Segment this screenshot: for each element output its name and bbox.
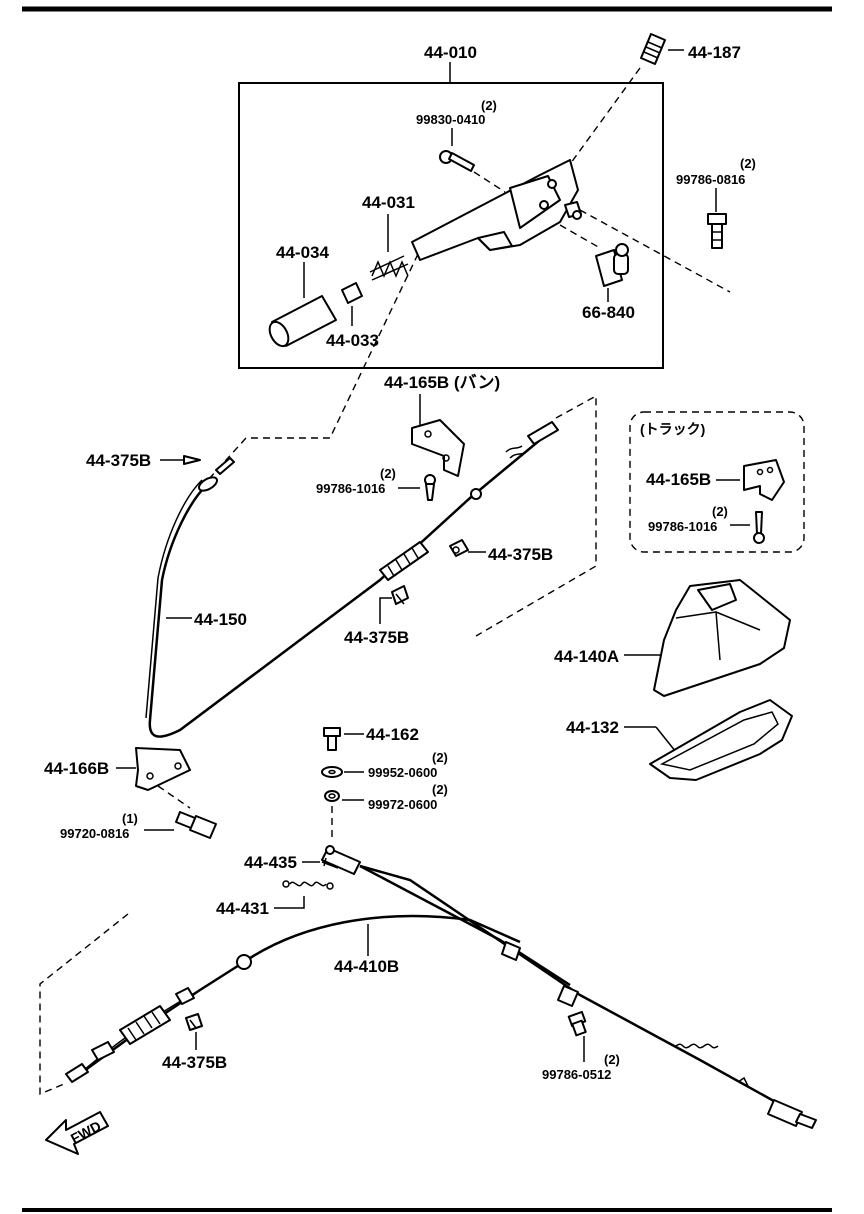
- qty-99830: (2): [481, 98, 497, 113]
- truck-variant-box: [629, 411, 805, 553]
- dash-lever-to-cable: [207, 253, 419, 481]
- label-44-010: 44-010: [424, 43, 477, 62]
- qty-99786-1016: (2): [380, 466, 396, 481]
- label-44-187: 44-187: [688, 43, 741, 62]
- label-44-162: 44-162: [366, 725, 419, 744]
- qty-99786-1016-truck: (2): [712, 504, 728, 519]
- dash-44-166b-bolt: [157, 785, 191, 809]
- bracket-44-165b-van[interactable]: [411, 419, 465, 477]
- button-44-033[interactable]: [341, 282, 363, 304]
- label-99972-0600: 99972-0600: [368, 797, 437, 812]
- dash-44-187-to-lever: [559, 67, 641, 179]
- lever-assembly-box: [238, 82, 664, 369]
- label-44-150: 44-150: [194, 610, 247, 629]
- label-44-034: 44-034: [276, 243, 329, 262]
- label-44-165b-van: 44-165B (バン): [384, 373, 500, 392]
- equalizer-rear-cable-assembly[interactable]: [321, 845, 817, 1129]
- qty-99972: (2): [432, 782, 448, 797]
- arrow-44-375b-1: [183, 455, 201, 465]
- qty-99952: (2): [432, 750, 448, 765]
- label-44-431: 44-431: [216, 899, 269, 918]
- bracket-44-166b[interactable]: [135, 747, 191, 791]
- label-99786-1016-truck: 99786-1016: [648, 519, 717, 534]
- screw-99830-0410[interactable]: [439, 150, 475, 172]
- label-44-375b-3: 44-375B: [344, 628, 409, 647]
- leader-44-375b-3: [379, 597, 392, 624]
- clip-44-375b-1[interactable]: [215, 457, 235, 475]
- label-99952-0600: 99952-0600: [368, 765, 437, 780]
- dash-99786-0816-a: [579, 209, 731, 293]
- rear-cable-44-410b[interactable]: [65, 914, 521, 1083]
- dash-99830: [473, 171, 506, 193]
- label-44-132: 44-132: [566, 718, 619, 737]
- bolt-44-187[interactable]: [640, 33, 666, 65]
- clip-44-375b-3[interactable]: [391, 585, 409, 605]
- screw-99786-1016-truck[interactable]: [753, 511, 765, 544]
- label-44-375b-1: 44-375B: [86, 451, 151, 470]
- pin-44-435[interactable]: [321, 857, 339, 869]
- spring-44-031[interactable]: [369, 255, 409, 281]
- leader-44-431: [274, 896, 305, 909]
- label-44-375b-4: 44-375B: [162, 1053, 227, 1072]
- label-44-166b: 44-166B: [44, 759, 109, 778]
- washer-99952-0600[interactable]: [321, 766, 343, 778]
- label-44-033: 44-033: [326, 331, 379, 350]
- bolt-44-162[interactable]: [323, 727, 341, 751]
- label-44-435: 44-435: [244, 853, 297, 872]
- label-44-375b-2: 44-375B: [488, 545, 553, 564]
- label-99786-0816: 99786-0816: [676, 172, 745, 187]
- screw-99786-1016[interactable]: [424, 474, 436, 501]
- qty-99720: (1): [122, 811, 138, 826]
- parking-brake-lever[interactable]: [411, 159, 582, 261]
- front-cable-44-150[interactable]: [145, 421, 559, 738]
- label-99720-0816: 99720-0816: [60, 826, 129, 841]
- bracket-44-165b-truck[interactable]: [743, 459, 785, 501]
- spring-44-431[interactable]: [282, 880, 334, 890]
- dash-99786-0816-b: [559, 224, 601, 249]
- bolt-99786-0816[interactable]: [707, 213, 727, 249]
- tray-44-132[interactable]: [649, 699, 793, 781]
- switch-66-840[interactable]: [595, 243, 629, 287]
- label-44-410b: 44-410B: [334, 957, 399, 976]
- bolt-99786-0512[interactable]: [567, 1010, 587, 1037]
- label-44-165b-truck: 44-165B: [646, 470, 711, 489]
- label-44-031: 44-031: [362, 193, 415, 212]
- leader-44-132-b: [655, 726, 677, 753]
- grip-sleeve-44-034[interactable]: [266, 295, 337, 349]
- label-44-140a: 44-140A: [554, 647, 619, 666]
- qty-99786-0512: (2): [604, 1052, 620, 1067]
- label-99786-1016: 99786-1016: [316, 481, 385, 496]
- label-99830-0410: 99830-0410: [416, 112, 485, 127]
- washer-99972-0600[interactable]: [324, 790, 340, 802]
- qty-99786-0816: (2): [740, 156, 756, 171]
- clip-44-375b-2[interactable]: [449, 539, 469, 557]
- bolt-99720-0816[interactable]: [175, 811, 217, 839]
- fwd-arrow-icon: FWD: [45, 1111, 109, 1155]
- truck-title: (トラック): [640, 421, 705, 437]
- label-99786-0512: 99786-0512: [542, 1067, 611, 1082]
- boot-44-140a[interactable]: [653, 579, 791, 697]
- label-66-840: 66-840: [582, 303, 635, 322]
- clip-44-375b-4[interactable]: [185, 1013, 203, 1031]
